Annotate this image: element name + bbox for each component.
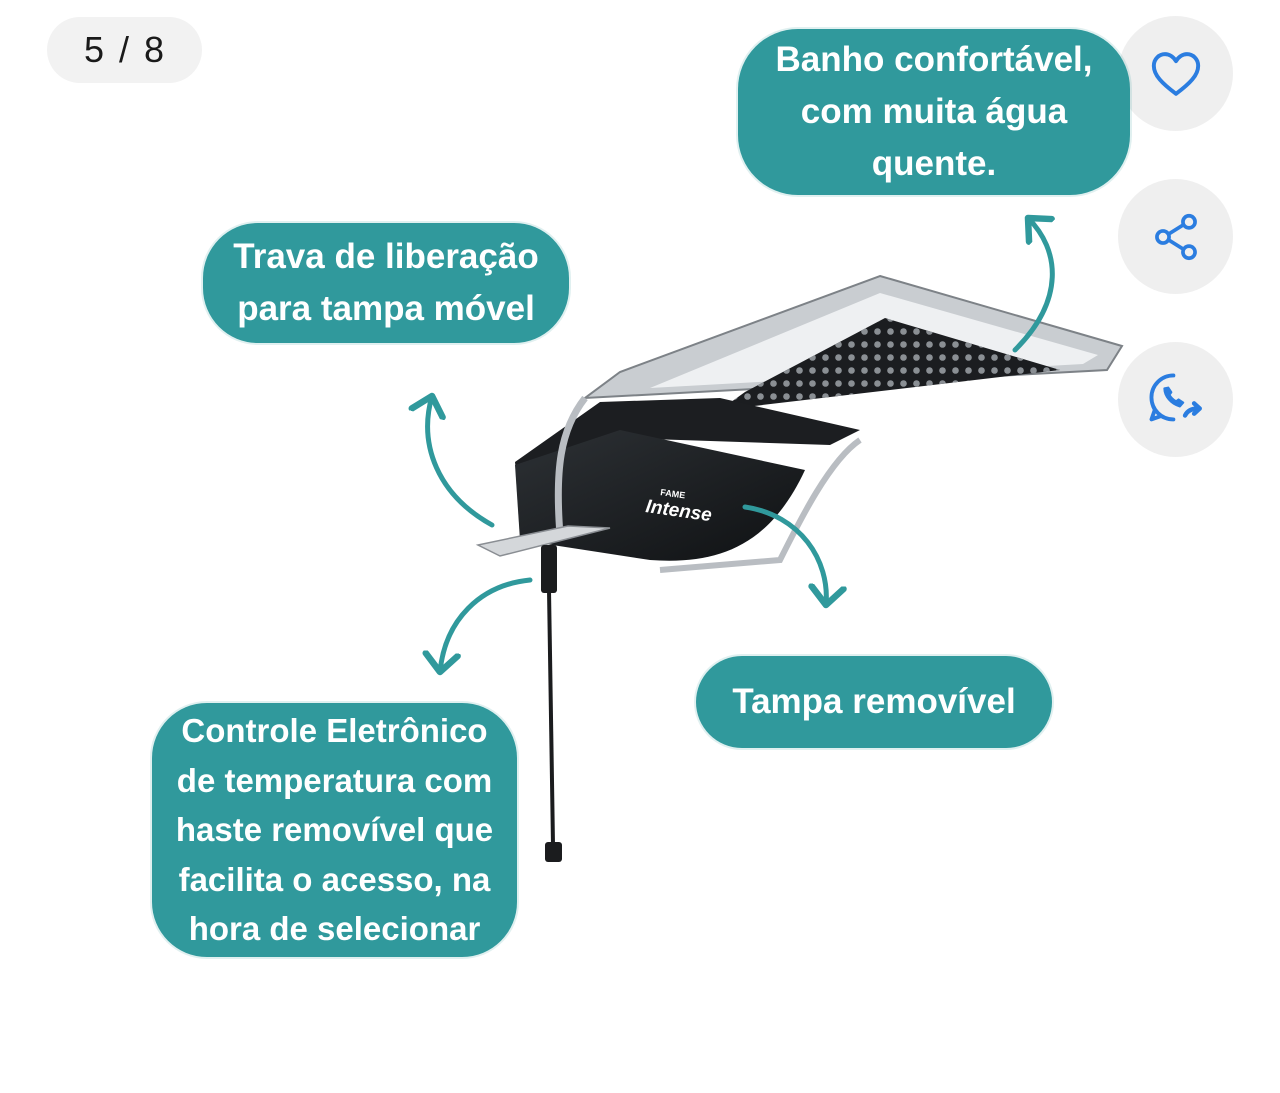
share-button[interactable] (1118, 179, 1233, 294)
favorite-button[interactable] (1118, 16, 1233, 131)
callout-line: para tampa móvel (237, 289, 535, 328)
callout-release-lock: Trava de liberação para tampa móvel (203, 223, 569, 343)
callout-line: hora de selecionar (188, 910, 481, 948)
callout-removable-cover: Tampa removível (696, 656, 1052, 748)
callout-line: Tampa removível (732, 682, 1016, 721)
share-icon (1154, 213, 1197, 260)
shower-plate (581, 274, 1124, 410)
heart-icon (1151, 51, 1200, 96)
callout-line: Banho confortável, (775, 40, 1093, 79)
image-counter: 5 / 8 (47, 17, 202, 83)
whatsapp-share-button[interactable] (1118, 342, 1233, 457)
current-image-number: 5 (83, 29, 105, 70)
product-brand-text: FAME (660, 487, 686, 500)
total-image-number: 8 (144, 29, 166, 70)
arrow-control (440, 577, 533, 672)
callout-arrows (428, 218, 1053, 672)
whatsapp-share-icon (1149, 373, 1202, 421)
callout-line: de temperatura com (176, 761, 493, 799)
callout-line: Controle Eletrônico (181, 712, 488, 750)
counter-separator: / (118, 29, 130, 70)
callout-line: facilita o acesso, na (178, 860, 491, 898)
shower-body: FAME Intense (475, 395, 862, 573)
arrow-cover (742, 504, 826, 605)
callout-comfortable-bath: Banho confortável, com muita água quente… (738, 29, 1130, 195)
temperature-control-rod (541, 545, 562, 862)
callout-line: quente. (871, 144, 997, 183)
callout-line: haste removível que (175, 811, 494, 849)
callout-line: Trava de liberação (233, 237, 539, 276)
arrow-lock (428, 396, 495, 528)
callout-electronic-control: Controle Eletrônico de temperatura com h… (152, 703, 517, 957)
callout-line: com muita água (800, 92, 1068, 131)
arrow-comfort (1012, 218, 1052, 353)
